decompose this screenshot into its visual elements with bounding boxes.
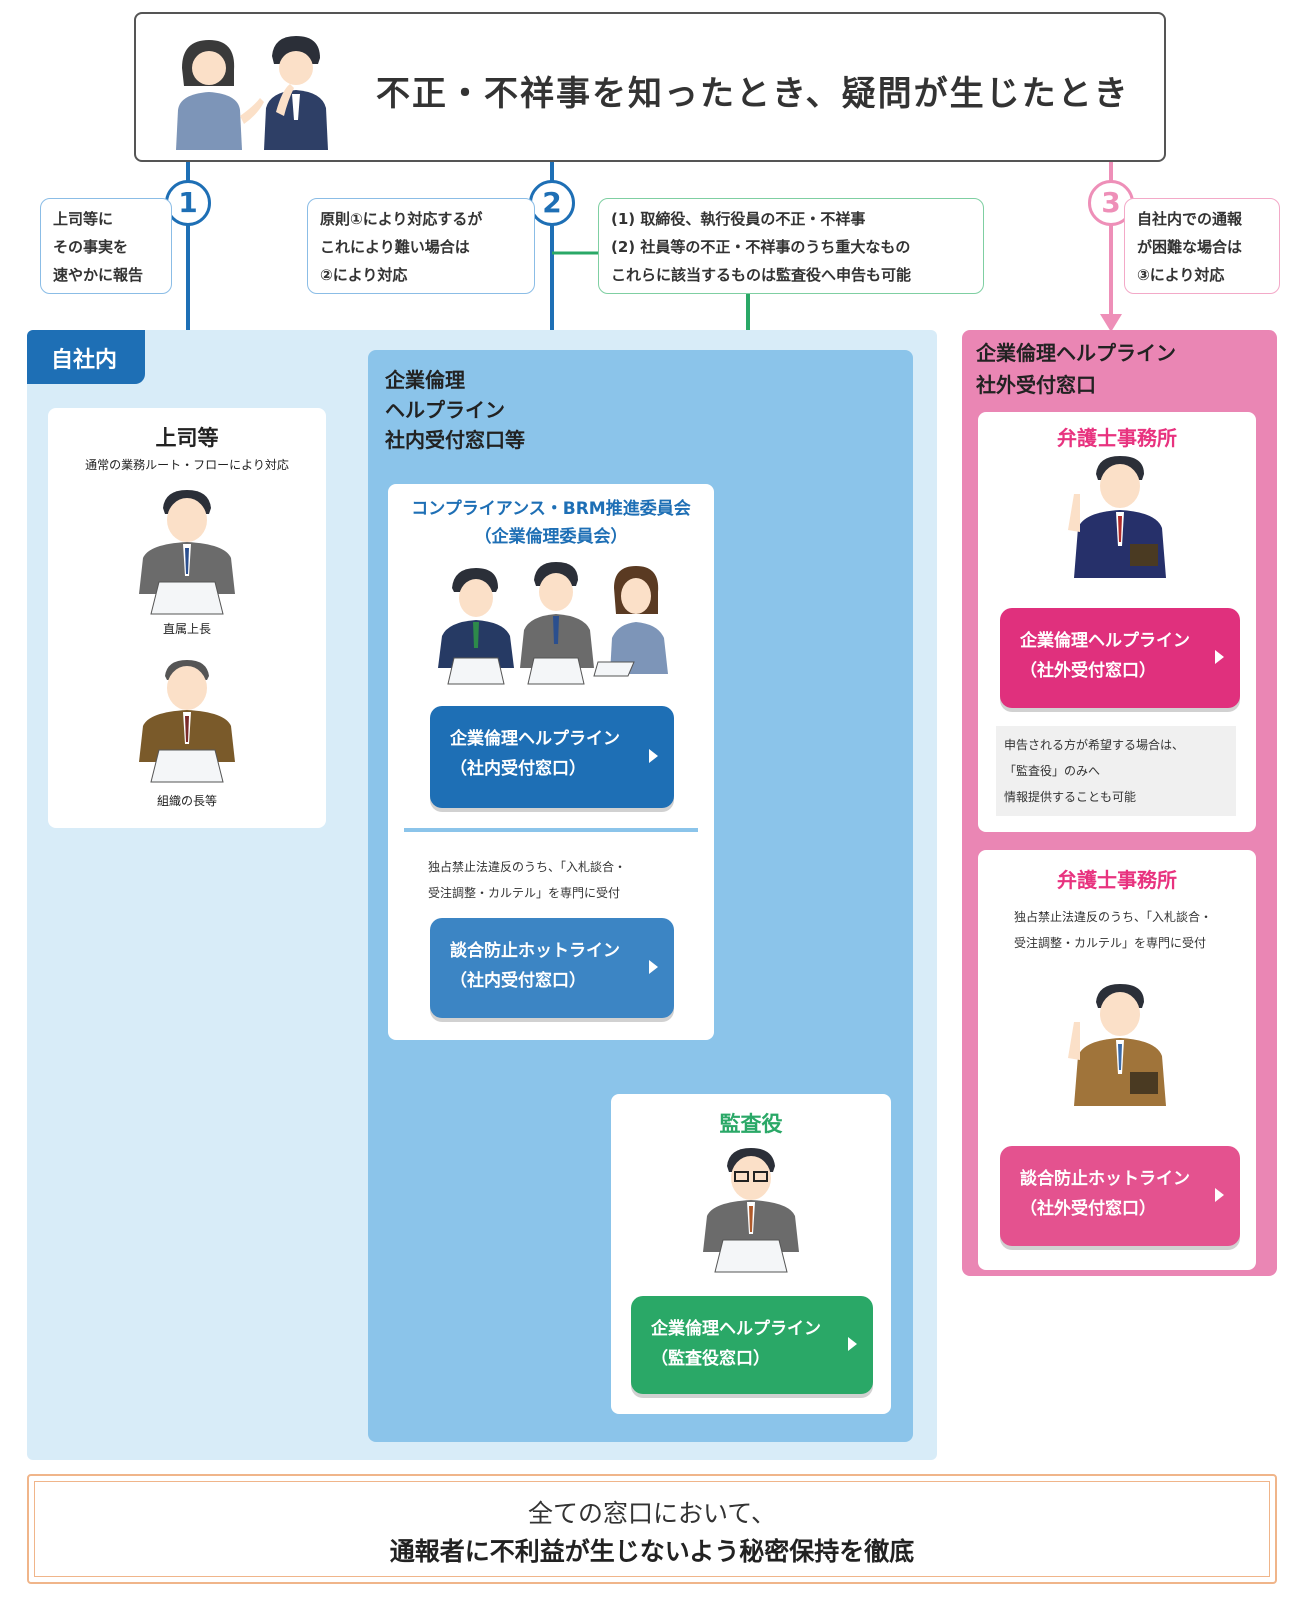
helpline-region-title: 企業倫理 ヘルプライン 社内受付窓口等 (385, 368, 525, 452)
chevron-right-icon (649, 749, 658, 763)
route3-note: 自社内での通報 が困難な場合は ③により対応 (1124, 198, 1280, 294)
committee-title-line2: （企業倫理委員会） (474, 527, 628, 547)
chevron-right-icon (649, 960, 658, 974)
internal-hotline-button[interactable]: 談合防止ホットライン （社内受付窓口） (430, 918, 674, 1018)
boss-card-title: 上司等 (155, 426, 219, 450)
committee-members-illustration (438, 562, 668, 685)
org-head-label: 組織の長等 (156, 794, 217, 808)
external-region-title: 企業倫理ヘルプライン 社外受付窓口 (976, 341, 1176, 397)
direct-supervisor-illustration (139, 490, 235, 615)
law-firm-2-title: 弁護士事務所 (1057, 868, 1177, 892)
external-hotline-button[interactable]: 談合防止ホットライン （社外受付窓口） (1000, 1146, 1240, 1246)
org-head-illustration (139, 660, 235, 783)
auditor-card: 監査役 企業倫理ヘルプライン （監査役窓口） (611, 1094, 891, 1414)
chevron-right-icon (1215, 650, 1224, 664)
committee-antitrust-note: 独占禁止法違反のうち、「入札談合・ 受注調整・カルテル」を専門に受付 (428, 860, 627, 900)
footer-line-1: 全ての窓口において、 (527, 1499, 776, 1528)
lawyer-illustration (1068, 456, 1166, 578)
chevron-right-icon (1215, 1188, 1224, 1202)
boss-card-subtitle: 通常の業務ルート・フローにより対応 (85, 458, 289, 472)
route2-note: 原則①により対応するが これにより難い場合は ②により対応 (307, 198, 535, 294)
law-firm-1-title: 弁護士事務所 (1057, 426, 1177, 450)
auditor-illustration (703, 1148, 799, 1273)
committee-divider (404, 828, 698, 832)
law-firm-1-note: 申告される方が希望する場合は、 「監査役」のみへ 情報提供することも可能 (996, 726, 1236, 816)
committee-title-line1: コンプライアンス・BRM推進委員会 (411, 499, 691, 519)
header-box: 不正・不祥事を知ったとき、疑問が生じたとき (134, 12, 1166, 162)
two-people-icon (176, 36, 328, 150)
route3-arrowhead (1100, 314, 1122, 332)
internal-tag: 自社内 (27, 330, 145, 384)
lawyer-illustration (1068, 984, 1166, 1106)
committee-card: コンプライアンス・BRM推進委員会 （企業倫理委員会） 企業倫理ヘルプライン （… (388, 484, 714, 1040)
chevron-right-icon (848, 1337, 857, 1351)
external-helpline-button[interactable]: 企業倫理ヘルプライン （社外受付窓口） (1000, 608, 1240, 708)
footer-line-2: 通報者に不利益が生じないよう秘密保持を徹底 (389, 1537, 915, 1566)
footer-inner-border (34, 1481, 1270, 1577)
boss-card: 上司等 通常の業務ルート・フローにより対応 直属上長 組織の長等 (48, 408, 326, 828)
route2-badge: 2 (529, 180, 575, 226)
route1-note: 上司等に その事実を 速やかに報告 (40, 198, 172, 294)
law-firm-2-note: 独占禁止法違反のうち、「入札談合・ 受注調整・カルテル」を専門に受付 (1014, 910, 1213, 950)
audit-note: (1) 取締役、執行役員の不正・不祥事 (2) 社員等の不正・不祥事のうち重大な… (598, 198, 984, 294)
footer-box: 全ての窓口において、 通報者に不利益が生じないよう秘密保持を徹底 (27, 1474, 1277, 1584)
page-title: 不正・不祥事を知ったとき、疑問が生じたとき (376, 74, 1130, 114)
direct-supervisor-label: 直属上長 (162, 622, 211, 636)
internal-helpline-button[interactable]: 企業倫理ヘルプライン （社内受付窓口） (430, 706, 674, 808)
auditor-card-title: 監査役 (719, 1112, 783, 1136)
law-firm-card-2: 弁護士事務所 独占禁止法違反のうち、「入札談合・ 受注調整・カルテル」を専門に受… (978, 850, 1256, 1270)
auditor-helpline-button[interactable]: 企業倫理ヘルプライン （監査役窓口） (631, 1296, 873, 1394)
law-firm-card-1: 弁護士事務所 企業倫理ヘルプライン （社外受付窓口） 申告される方が希望する場合… (978, 412, 1256, 832)
